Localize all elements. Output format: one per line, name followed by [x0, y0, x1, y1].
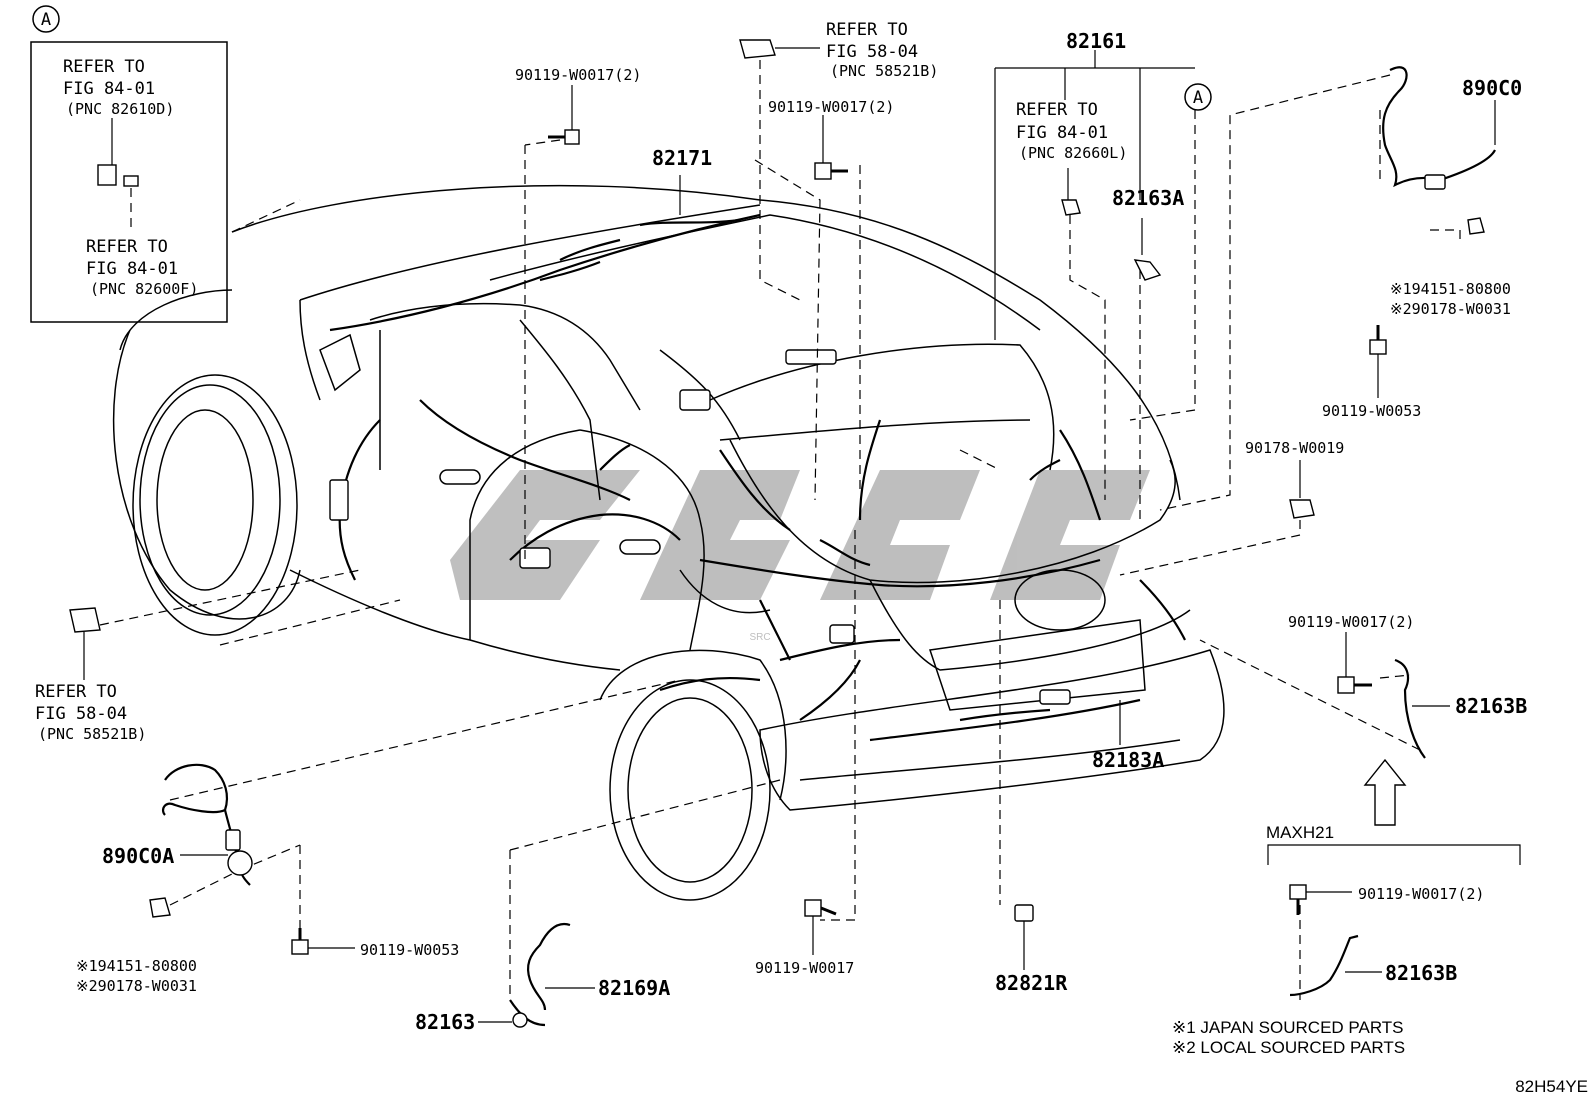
label-nut-w0019: 90178-W0019 [1245, 439, 1344, 457]
label-890c0: 890C0 [1462, 76, 1522, 100]
callout-labels: REFER TO FIG 58-04 (PNC 58521B) 82161 89… [35, 20, 1588, 1096]
nut-icon [1467, 217, 1485, 235]
label-890c0a: 890C0A [102, 844, 174, 868]
figure-code: 82H54YE [1515, 1077, 1588, 1096]
connector-icon [1014, 904, 1034, 922]
label-bolt-w0053-right: 90119-W0053 [1322, 402, 1421, 420]
connector-icon [739, 39, 776, 59]
watermark-logo: SRC [450, 470, 1150, 643]
bolt-icon [1337, 676, 1372, 694]
inset-ref2-line2: FIG 84-01 [86, 259, 178, 279]
bolt-icon [1289, 884, 1307, 915]
label-alt-left-2: ※290178-W0031 [76, 977, 197, 995]
marker-a: A [1193, 88, 1203, 108]
inset-marker: A [41, 10, 51, 30]
watermark-text: SRC [749, 632, 770, 643]
note-local-sourced: ※2 LOCAL SOURCED PARTS [1172, 1038, 1405, 1057]
label-bolt-top-left: 90119-W0017(2) [515, 66, 641, 84]
ref-top-line2: FIG 58-04 [826, 42, 918, 62]
inset-grommet-icon [123, 175, 139, 187]
nut-icon [1289, 499, 1315, 519]
ref-right-line2: FIG 84-01 [1016, 123, 1108, 143]
inset-clip-icon [97, 164, 117, 186]
label-82169a: 82169A [598, 976, 670, 1000]
bolt-icon [804, 899, 837, 917]
ref-top-line1: REFER TO [826, 20, 908, 40]
ref-left-line3: (PNC 58521B) [38, 725, 146, 743]
label-alt-right-1: ※194151-80800 [1390, 280, 1511, 298]
clip-icon [69, 607, 101, 633]
label-82821r: 82821R [995, 971, 1068, 995]
inset-ref1-line2: FIG 84-01 [63, 79, 155, 99]
label-82183a: 82183A [1092, 748, 1164, 772]
inset-ref2-line1: REFER TO [86, 237, 168, 257]
label-82163: 82163 [415, 1010, 475, 1034]
clip-icon [1133, 259, 1162, 281]
wire-harness [329, 213, 1186, 742]
dashed-leaders [99, 60, 1461, 1000]
inset-ref1-line1: REFER TO [63, 57, 145, 77]
ref-top-line3: (PNC 58521B) [830, 62, 938, 80]
ref-left-line2: FIG 58-04 [35, 704, 127, 724]
bolt-icon [291, 928, 309, 955]
nut-icon [149, 897, 171, 918]
inset-ref2-line3: (PNC 82600F) [90, 280, 198, 298]
label-alt-left-1: ※194151-80800 [76, 957, 197, 975]
label-82171: 82171 [652, 146, 712, 170]
label-bolt-right-mid: 90119-W0017(2) [1288, 613, 1414, 631]
label-bolt-maxh: 90119-W0017(2) [1358, 885, 1484, 903]
bolt-icon [548, 129, 580, 145]
label-bolt-w0053-left: 90119-W0053 [360, 941, 459, 959]
label-82163b: 82163B [1455, 694, 1527, 718]
label-82161: 82161 [1066, 29, 1126, 53]
arrow-up-icon [1363, 758, 1407, 826]
part-icons: A [69, 39, 1521, 1028]
ref-right-line3: (PNC 82660L) [1019, 144, 1127, 162]
note-japan-sourced: ※1 JAPAN SOURCED PARTS [1172, 1018, 1404, 1037]
grommet-icon [1061, 199, 1081, 216]
bolt-icon [1369, 325, 1387, 355]
bolt-icon [814, 162, 848, 180]
label-bolt-bottom: 90119-W0017 [755, 959, 854, 977]
ref-left-line1: REFER TO [35, 682, 117, 702]
ref-right-line1: REFER TO [1016, 100, 1098, 120]
label-82163a: 82163A [1112, 186, 1184, 210]
inset-box: A REFER TO FIG 84-01 (PNC 82610D) REFER … [30, 5, 228, 323]
inset-ref1-line3: (PNC 82610D) [66, 100, 174, 118]
maxh-label: MAXH21 [1266, 823, 1334, 842]
label-alt-right-2: ※290178-W0031 [1390, 300, 1511, 318]
label-bolt-top-mid: 90119-W0017(2) [768, 98, 894, 116]
label-82163b-maxh: 82163B [1385, 961, 1457, 985]
